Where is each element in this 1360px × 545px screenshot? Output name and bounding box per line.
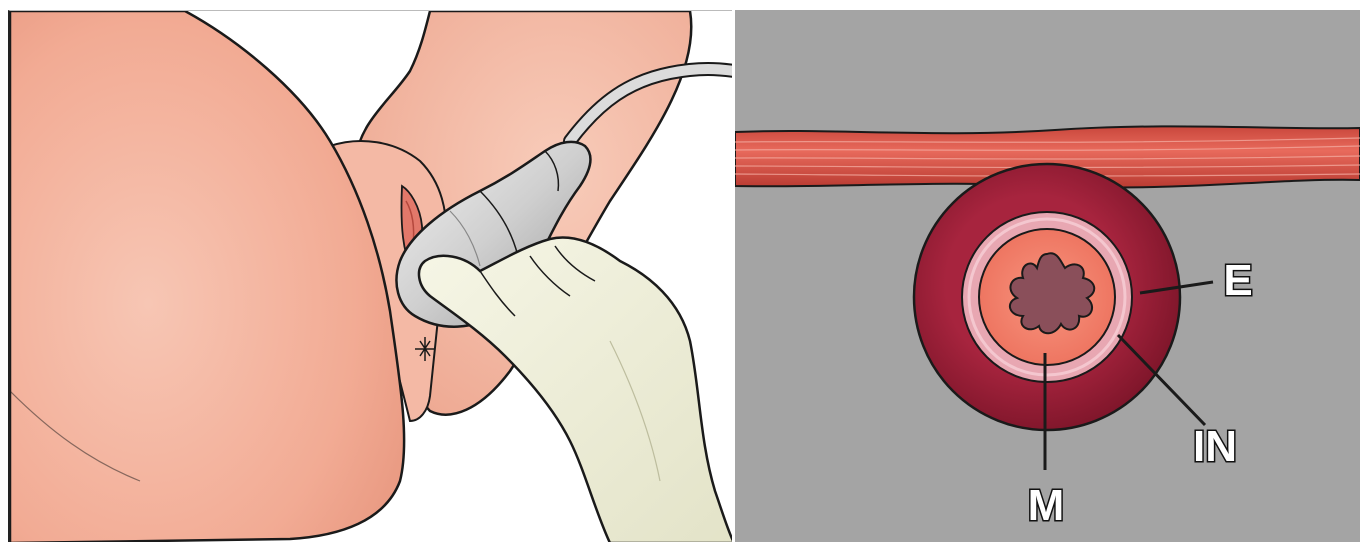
probe-placement-drawing — [10, 11, 732, 542]
label-mucosa: M — [1028, 481, 1065, 530]
sphincter-diagram: E IN M — [735, 10, 1360, 542]
left-buttock — [10, 11, 404, 542]
label-external-sphincter: E — [1223, 256, 1252, 305]
label-internal-sphincter: IN — [1193, 422, 1237, 471]
sphincter-cross-section: E IN M — [735, 10, 1360, 542]
probe-placement-illustration — [8, 10, 732, 542]
